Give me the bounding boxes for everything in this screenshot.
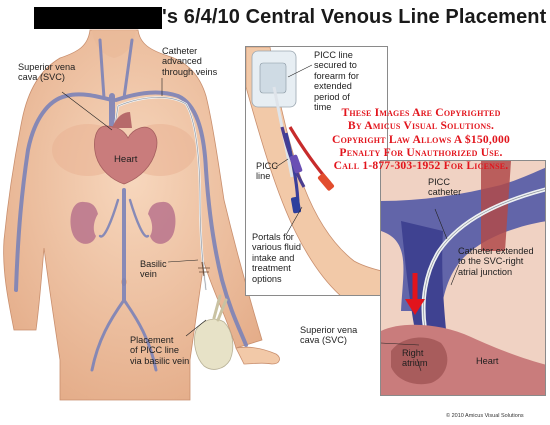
forearm-illustration [246,47,387,295]
leader-placement [185,319,207,337]
copyright-watermark: These Images Are Copyrighted By Amicus V… [332,106,510,173]
label-heart-main: Heart [114,154,138,165]
heart-detail-panel [380,160,546,396]
heart-organ [94,125,158,185]
forearm-panel [245,46,388,296]
title-text: 's 6/4/10 Central Venous Line Placement [162,6,547,28]
label-heart-detail: Heart [476,356,499,366]
vein-network [14,38,248,372]
credit-line: © 2010 Amicus Visual Solutions [446,413,524,419]
redaction-bar [34,7,162,29]
right-kidney [148,201,176,244]
left-kidney [70,201,98,244]
gloved-hand [194,318,234,370]
leader-svc [61,91,113,131]
leader-basilic [167,259,199,263]
page-title: 's 6/4/10 Central Venous Line Placement [0,4,550,34]
heart-detail-illustration [381,161,545,395]
